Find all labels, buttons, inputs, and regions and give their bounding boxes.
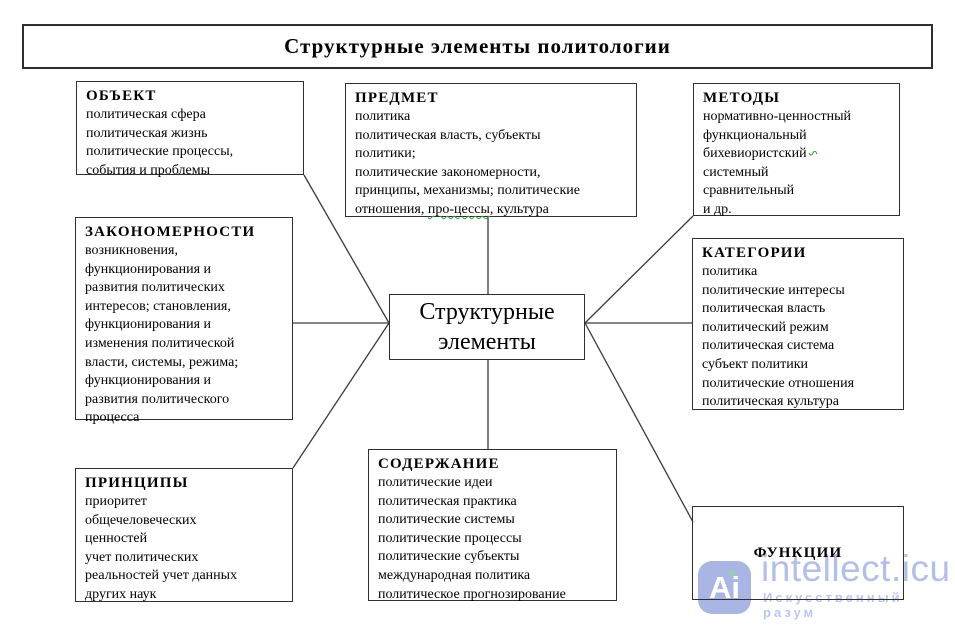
center-line2: элементы [438, 329, 536, 355]
object-header: ОБЪЕКТ [86, 88, 157, 104]
functions-header: ФУНКЦИИ [753, 544, 843, 561]
center-line1: Структурные [419, 299, 555, 325]
laws-header: ЗАКОНОМЕРНОСТИ [85, 224, 256, 240]
methods-header: МЕТОДЫ [703, 90, 781, 106]
subject-last-after: , культура [489, 201, 549, 217]
subject-last-before: отношения, [355, 201, 428, 217]
subject-last-line: отношения, про-цессы, культура [355, 201, 627, 220]
principles-header: ПРИНЦИПЫ [85, 475, 189, 491]
methods-line: системный [703, 164, 769, 180]
methods-line: нормативно-ценностный [703, 109, 852, 124]
methods-line-text: бихевиористский [703, 146, 807, 162]
laws-box: ЗАКОНОМЕРНОСТИ возникновения,функциониро… [75, 217, 293, 425]
diagram-title: Структурные элементы политологии [284, 34, 671, 58]
content-header: СОДЕРЖАНИЕ [378, 456, 500, 472]
methods-line: бихевиористский [703, 145, 890, 164]
subject-header: ПРЕДМЕТ [355, 90, 439, 106]
methods-line: функциональный [703, 127, 807, 143]
methods-line: сравнительный [703, 183, 795, 199]
connector-principles-center [292, 322, 390, 469]
connector-functions-center [584, 322, 694, 523]
center-box: Структурные элементы [389, 294, 585, 360]
title-box: Структурные элементы политологии [22, 24, 933, 69]
functions-box: ФУНКЦИИ [692, 506, 904, 600]
connector-methods-center [584, 215, 694, 324]
misspelled-word: про-цессы [427, 201, 490, 217]
categories-header: КАТЕГОРИИ [702, 245, 807, 261]
spellcheck-squiggle-icon [808, 150, 818, 156]
connector-object-center [303, 174, 390, 324]
methods-line: и др. [703, 201, 732, 217]
methods-box: МЕТОДЫ нормативно-ценностный функциональ… [693, 83, 900, 217]
